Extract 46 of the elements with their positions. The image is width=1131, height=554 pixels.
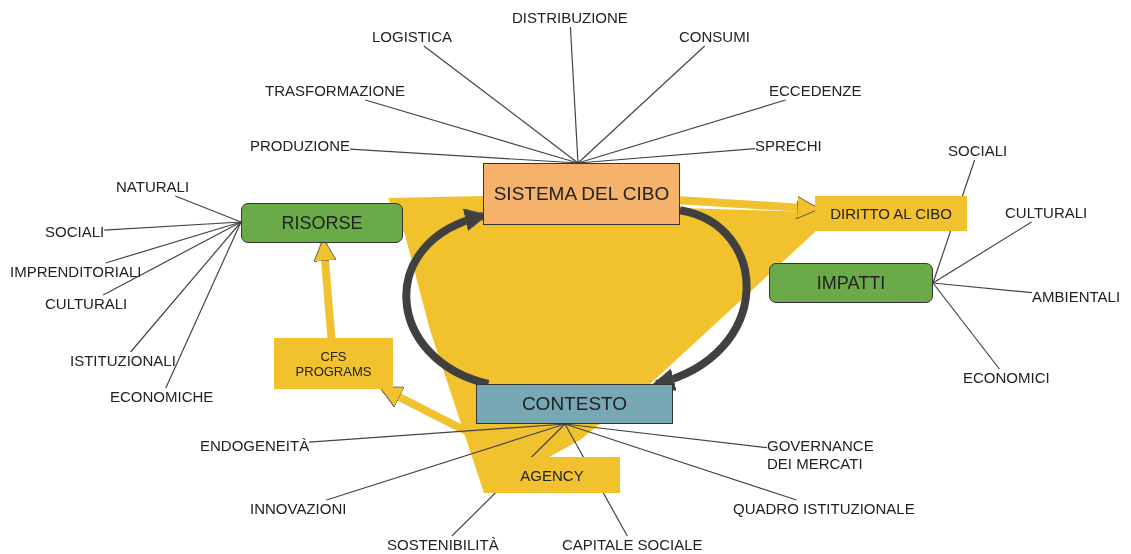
category-label: CULTURALI [1005,204,1088,222]
leader-line [104,221,242,264]
category-label: PRODUZIONE [250,137,350,155]
category-label: SOCIALI [948,142,1008,160]
process-box: SISTEMA DEL CIBO [483,163,680,225]
leader-line [325,423,566,501]
leader-line [174,195,242,223]
category-label: CULTURALI [45,295,128,313]
category-label: ECONOMICI [963,369,1050,387]
category-label: ECCEDENZE [769,82,862,100]
category-label: ENDOGENEITÀ [200,437,310,455]
process-box: AGENCY [484,457,620,493]
category-label: CAPITALE SOCIALE [562,536,703,554]
leader-line [364,99,579,164]
category-label: GOVERNANCE DEI MERCATI [767,437,892,473]
leader-line [569,26,579,164]
leader-line [103,221,242,231]
process-box: CFS PROGRAMS [274,338,393,389]
category-label: QUADRO ISTITUZIONALE [733,500,915,518]
category-label: SPRECHI [755,137,822,155]
arrow [402,210,490,388]
process-box: DIRITTO AL CIBO [815,196,967,231]
category-label: NATURALI [116,178,190,196]
category-label: ECONOMICHE [110,388,214,406]
leader-line [165,221,242,389]
leader-line [932,282,1000,370]
leader-line [932,221,1033,284]
category-label: SOCIALI [45,223,105,241]
leader-line [577,45,706,164]
leader-line [423,45,579,164]
category-label: INNOVAZIONI [250,500,347,518]
category-label: TRASFORMAZIONE [265,82,405,100]
process-box: RISORSE [241,203,403,243]
leader-line [102,221,242,296]
category-label: IMPRENDITORIALI [10,263,142,281]
category-label: DISTRIBUZIONE [512,9,628,27]
leader-line [932,282,1033,294]
category-label: AMBIENTALI [1032,288,1121,306]
arrow [651,206,751,390]
category-label: LOGISTICA [372,28,453,46]
process-box: CONTESTO [476,384,673,424]
category-label: SOSTENIBILITÀ [387,536,499,554]
process-box: IMPATTI [769,263,933,303]
leader-line [130,221,242,353]
category-label: ISTITUZIONALI [70,352,176,370]
category-label: CONSUMI [679,28,750,46]
